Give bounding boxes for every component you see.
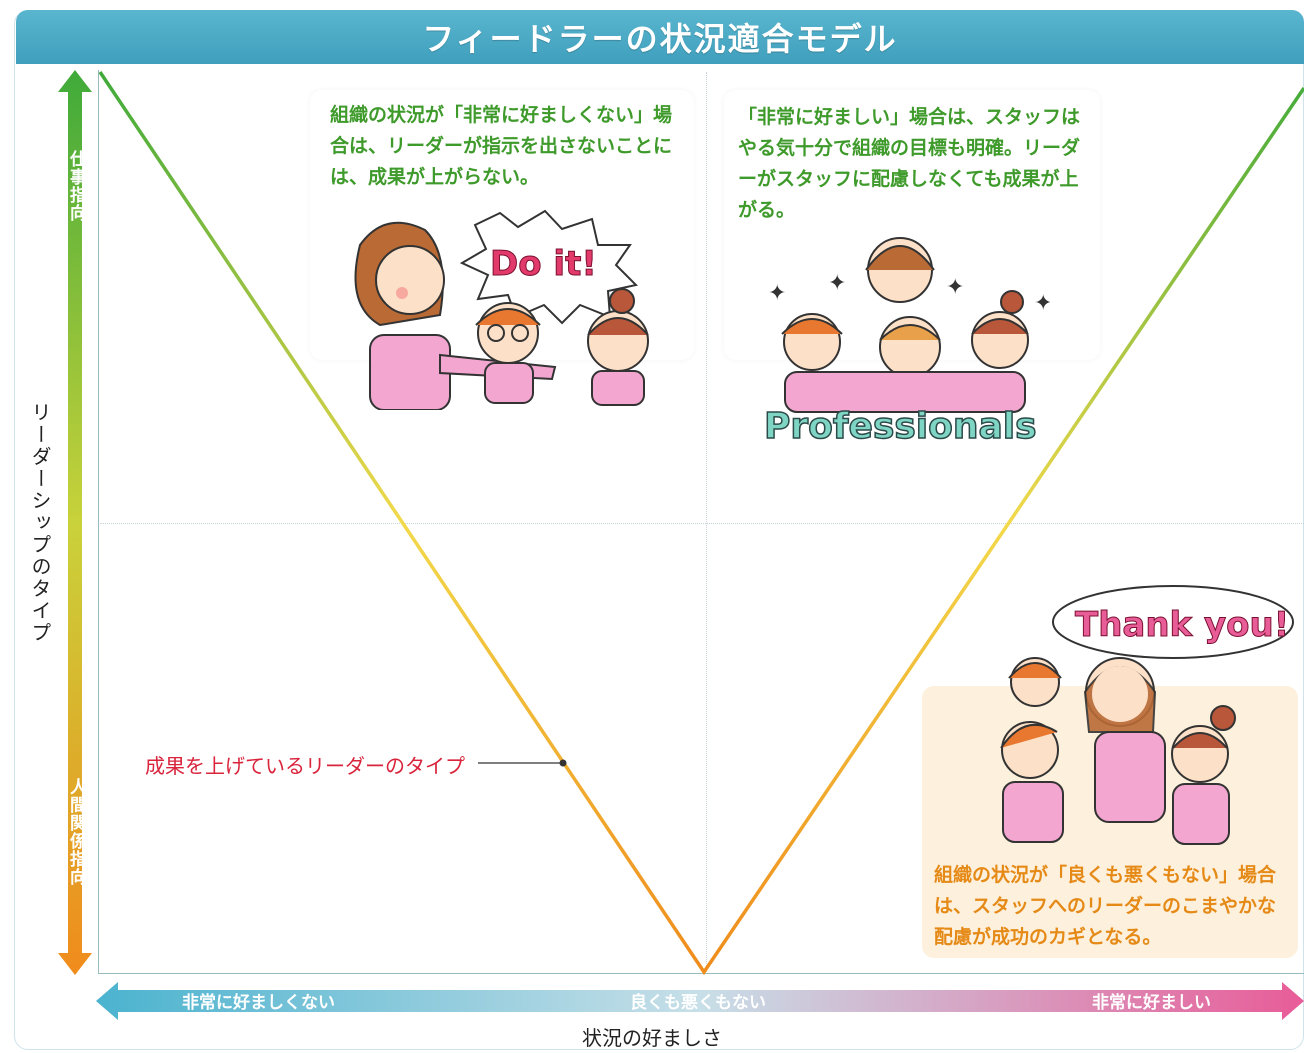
x-axis-title: 状況の好ましさ [582,1026,722,1050]
professionals-illustration: Professionals ✦ ✦ ✦ ✦ [763,237,1050,448]
moderate-callout: 組織の状況が「良くも悪くもない」場合は、スタッフへのリーダーのこまやかな配慮が成… [934,864,1277,948]
curve-leader-dot [559,759,567,767]
curve-line [98,71,1304,976]
speech-burst [459,209,639,325]
favorable-panel [724,90,1100,360]
diagram-title: フィードラーの状況適合モデル [16,10,1304,64]
grid-horizontal [100,523,1304,524]
x-axis-arrow [96,982,1304,1020]
thank-you-text: Thank you! [1075,605,1289,645]
sparkle-icon: ✦ [828,271,846,296]
x-axis-mid-label: 良くも悪くもない [630,993,766,1013]
thank-you-illustration: Thank you! [1000,585,1294,845]
speech-bubble [1052,585,1294,659]
favorable-callout: 「非常に好ましい」場合は、スタッフはやる気十分で組織の目標も明確。リーダーがスタ… [738,106,1081,221]
unfavorable-callout: 組織の状況が「非常に好ましくない」場合は、リーダーが指示を出さないことには、成果… [330,104,673,188]
sparkle-icon: ✦ [1034,291,1050,316]
do-it-illustration: Do it! [354,209,649,410]
y-axis-arrow [58,70,92,975]
y-axis-bottom-label: 人間関係指向 [66,778,86,886]
do-it-text: Do it! [490,244,597,284]
grid-vertical [706,72,707,972]
plot-area [98,70,1304,974]
sparkle-icon: ✦ [768,281,786,306]
y-axis-title: リーダーシップのタイプ [28,402,52,644]
x-axis-right-label: 非常に好ましい [1092,993,1211,1013]
professionals-text: Professionals [764,406,1037,447]
curve-label: 成果を上げているリーダーのタイプ [145,754,465,778]
sparkle-icon: ✦ [946,275,964,300]
y-axis-top-label: 仕事指向 [66,150,86,222]
x-axis-left-label: 非常に好ましくない [182,993,335,1013]
